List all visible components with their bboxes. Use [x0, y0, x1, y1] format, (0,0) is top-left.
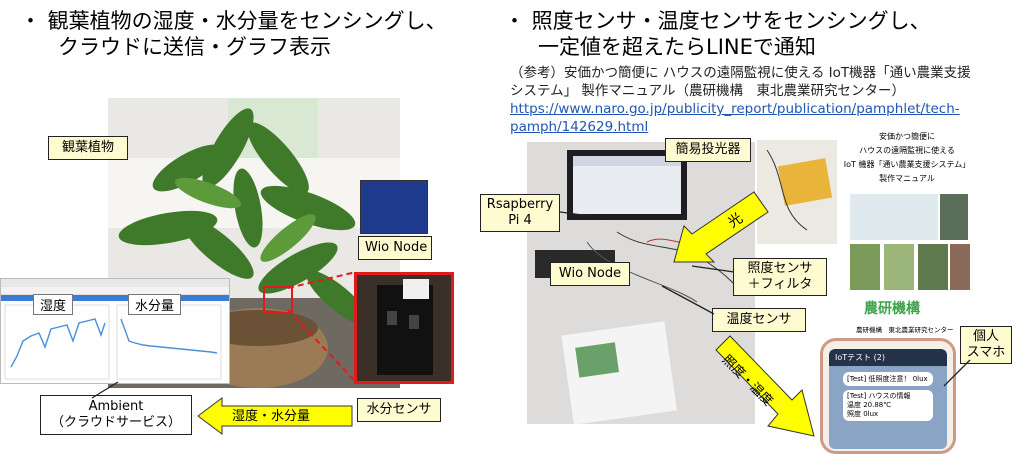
lux-sensor-label-line1: 照度センサ	[747, 261, 813, 276]
plant-label: 観葉植物	[48, 136, 128, 160]
ambient-screenshot	[0, 278, 230, 384]
raspberry-pi-label: Rsapberry Pi 4	[480, 194, 560, 232]
chart-title-moisture: 水分量	[128, 294, 182, 315]
browser-address-bar	[1, 287, 229, 295]
manual-cover: 安価かつ簡便に ハウスの遠隔監視に使える IoT 機器「通い農業支援システム」 …	[842, 120, 972, 334]
reference-text-line1: （参考）安価かつ簡便に ハウスの遠隔監視に使える IoT機器「通い農業支援	[510, 65, 971, 81]
reference-link-line2[interactable]: pamph/142629.html	[510, 119, 649, 135]
chat-title: IoTテスト (2)	[835, 353, 886, 362]
raspberry-pi-label-line1: Rsapberry	[486, 197, 554, 212]
notify-arrow	[715, 335, 815, 437]
raspberry-pi-label-line2: Pi 4	[508, 213, 532, 228]
manual-org-sub: 農研機構 東北農業研究センター	[856, 326, 954, 334]
zoom-source-frame	[263, 286, 293, 314]
lux-sensor-label: 照度センサ ＋フィルタ	[733, 258, 827, 296]
wio-node-label-right: Wio Node	[550, 262, 630, 286]
ambient-label-line1: Ambient	[88, 399, 144, 414]
left-bullet-line1: ・ 観葉植物の湿度・水分量をセンシングし、	[20, 9, 447, 33]
zoom-dashed-lines	[287, 271, 357, 383]
ambient-label-line2: （クラウドサービス）	[50, 415, 181, 430]
manual-org-logo: 農研機構	[864, 301, 920, 317]
phone-label-line2: スマホ	[966, 345, 1006, 360]
phone-label: 個人 スマホ	[960, 326, 1012, 364]
wio-node-photo	[360, 180, 428, 234]
moisture-sensor-zoom	[354, 272, 454, 384]
moisture-sensor-label: 水分センサ	[357, 398, 441, 422]
chart-title-humidity: 湿度	[33, 294, 74, 315]
right-bullet-line1: ・ 照度センサ・温度センサをセンシングし、	[504, 9, 931, 33]
ambient-header-bar	[1, 295, 229, 301]
chat-message-2-line2: 温度 20.88℃	[847, 401, 892, 409]
chat-message-2: [Test] ハウスの情報 温度 20.88℃ 照度 0lux	[843, 390, 933, 421]
projector-photo	[757, 140, 837, 244]
temp-sensor-label: 温度センサ	[712, 308, 806, 332]
lux-sensor-label-line2: ＋フィルタ	[747, 277, 813, 292]
phone-pointer-line	[943, 359, 971, 387]
ambient-pointer-line	[91, 381, 119, 399]
smartphone: IoTテスト (2) [Test] 低照度注意！ 0lux [Test] ハウス…	[820, 338, 956, 454]
manual-line3: IoT 機器「通い農業支援システム」	[843, 160, 971, 169]
manual-line1: 安価かつ簡便に	[879, 132, 935, 141]
reference-text-line2: システム」 製作マニュアル（農研機構 東北農業研究センター）	[510, 83, 905, 99]
ambient-charts	[4, 304, 222, 380]
manual-photos	[850, 194, 970, 290]
left-bullet-line2: クラウドに送信・グラフ表示	[58, 35, 331, 59]
projector-label: 簡易投光器	[665, 138, 751, 162]
chat-header: IoTテスト (2)	[829, 349, 947, 366]
chat-message-2-line1: [Test] ハウスの情報	[847, 392, 911, 400]
reference-link-line1[interactable]: https://www.naro.go.jp/publicity_report/…	[510, 101, 960, 117]
chat-message-2-line3: 照度 0lux	[847, 410, 879, 418]
right-bullet-line2: 一定値を超えたらLINEで通知	[538, 35, 816, 59]
data-flow-arrow-text: 湿度・水分量	[232, 409, 311, 424]
phone-label-line1: 個人	[972, 329, 999, 344]
light-arrow	[673, 191, 769, 263]
lux-pointer-line	[691, 265, 735, 273]
browser-tab-bar	[1, 279, 229, 287]
raspberry-pointer-line	[559, 211, 605, 219]
wio-node-label-left: Wio Node	[358, 236, 432, 260]
ambient-label: Ambient （クラウドサービス）	[40, 395, 192, 435]
manual-line4: 製作マニュアル	[879, 174, 935, 183]
chat-message-1: [Test] 低照度注意！ 0lux	[843, 372, 933, 386]
manual-line2: ハウスの遠隔監視に使える	[859, 146, 955, 155]
temp-pointer-line	[661, 285, 715, 315]
data-flow-arrow-left	[197, 397, 353, 435]
